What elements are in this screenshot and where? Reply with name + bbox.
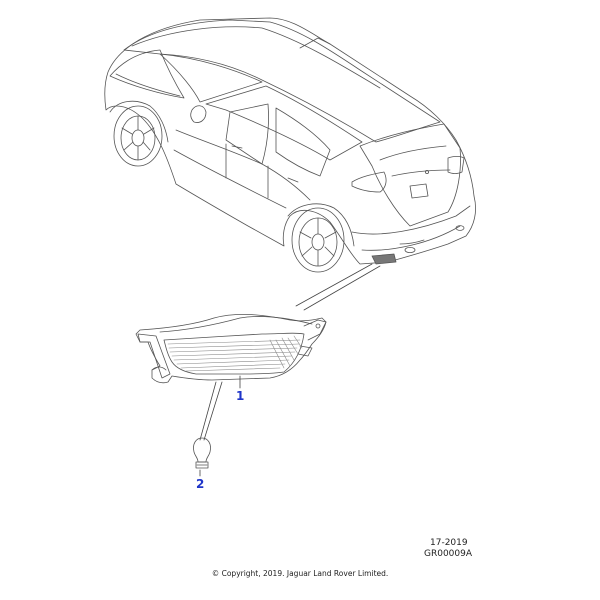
location-leader-lines — [295, 263, 381, 311]
copyright-notice: © Copyright, 2019. Jaguar Land Rover Lim… — [211, 569, 389, 578]
illustration-date: 17-2019 — [430, 538, 468, 548]
illustration-code: GR00009A — [424, 549, 473, 559]
callout-label-part-1[interactable]: 1 — [236, 389, 245, 403]
callout-label-part-2[interactable]: 2 — [196, 477, 205, 491]
rear-fog-lamp-drawing — [135, 313, 327, 389]
vehicle-drawing — [104, 17, 476, 273]
bulb-leader-lines — [199, 381, 223, 441]
bulb-drawing — [193, 437, 211, 477]
